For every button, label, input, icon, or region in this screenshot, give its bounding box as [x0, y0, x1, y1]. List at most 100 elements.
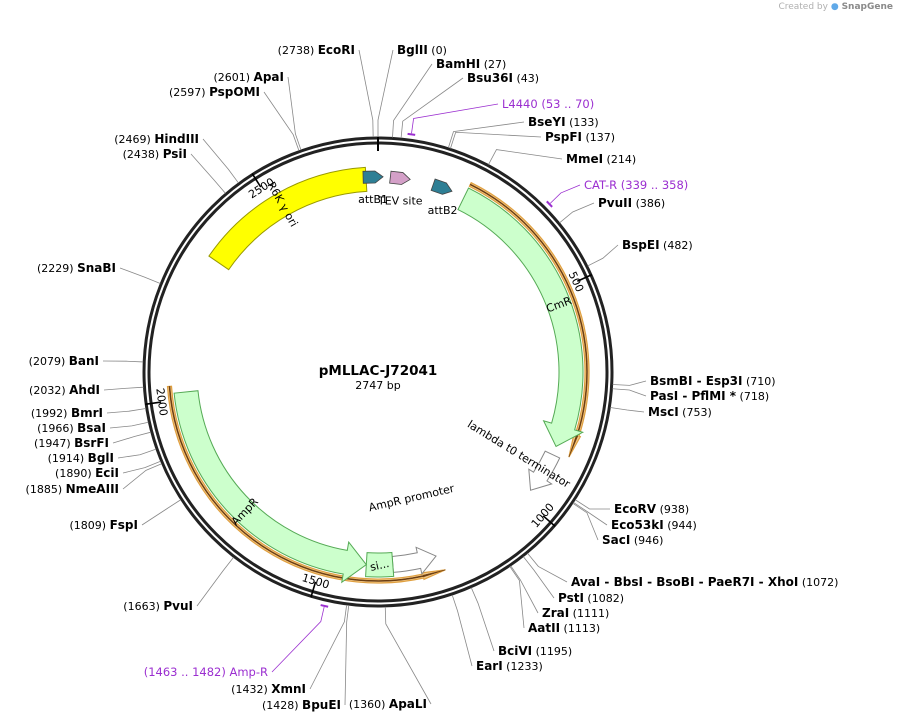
enzyme-label-bsu36i[interactable]: Bsu36I (43): [467, 71, 539, 85]
enzyme-name[interactable]: Bsu36I: [467, 71, 513, 85]
enzyme-label-avai-bbsi-bsobi-paer7i-xhoi[interactable]: AvaI - BbsI - BsoBI - PaeR7I - XhoI (107…: [571, 575, 838, 589]
primer-label-amp-r[interactable]: (1463 .. 1482) Amp-R: [144, 665, 268, 679]
enzyme-name[interactable]: SnaBI: [77, 261, 116, 275]
enzyme-label-bsai[interactable]: (1966) BsaI: [37, 421, 106, 435]
enzyme-leader-bpuei: [344, 605, 350, 706]
enzyme-name[interactable]: ApaLI: [389, 697, 427, 711]
enzyme-position: (43): [513, 72, 539, 85]
enzyme-label-msci[interactable]: MscI (753): [648, 405, 712, 419]
feature-lambda-t0-terminator: [528, 450, 561, 491]
enzyme-label-bpuei[interactable]: (1428) BpuEI: [262, 698, 341, 712]
enzyme-label-bani[interactable]: (2079) BanI: [29, 354, 99, 368]
enzyme-leader-bseyi: [448, 121, 525, 148]
enzyme-name[interactable]: EcoRI: [318, 43, 355, 57]
enzyme-label-ahdi[interactable]: (2032) AhdI: [29, 383, 100, 397]
enzyme-name[interactable]: PstI: [558, 591, 584, 605]
enzyme-label-bmri[interactable]: (1992) BmrI: [31, 406, 103, 420]
enzyme-label-apali[interactable]: (1360) ApaLI: [349, 697, 427, 711]
enzyme-name[interactable]: BsaI: [77, 421, 106, 435]
enzyme-name[interactable]: AvaI - BbsI - BsoBI - PaeR7I - XhoI: [571, 575, 798, 589]
enzyme-label-bseyi[interactable]: BseYI (133): [528, 115, 599, 129]
enzyme-label-snabi[interactable]: (2229) SnaBI: [37, 261, 116, 275]
enzyme-label-aatii[interactable]: AatII (1113): [528, 621, 600, 635]
enzyme-label-pvui[interactable]: (1663) PvuI: [123, 599, 193, 613]
enzyme-label-pspfi[interactable]: PspFI (137): [545, 130, 615, 144]
enzyme-label-bsrfi[interactable]: (1947) BsrFI: [34, 436, 109, 450]
enzyme-name[interactable]: BspEI: [622, 238, 660, 252]
enzyme-name[interactable]: PvuI: [163, 599, 193, 613]
enzyme-name[interactable]: BciVI: [498, 644, 532, 658]
enzyme-leader-bamhi: [392, 63, 433, 138]
enzyme-name[interactable]: BamHI: [436, 57, 480, 71]
enzyme-label-bgli[interactable]: (1914) BglI: [48, 451, 114, 465]
enzyme-label-hindiii[interactable]: (2469) HindIII: [114, 132, 199, 146]
enzyme-name[interactable]: FspI: [110, 518, 138, 532]
feature-label-ampr-promoter: AmpR promoter: [367, 482, 456, 514]
enzyme-name[interactable]: PspFI: [545, 130, 582, 144]
enzyme-name[interactable]: BglII: [397, 43, 428, 57]
enzyme-label-psii[interactable]: (2438) PsiI: [123, 147, 187, 161]
enzyme-name[interactable]: PsiI: [163, 147, 187, 161]
enzyme-name[interactable]: PvuII: [598, 196, 632, 210]
enzyme-name[interactable]: MmeI: [566, 152, 603, 166]
enzyme-label-bspei[interactable]: BspEI (482): [622, 238, 693, 252]
plasmid-name: pMLLAC-J72041: [319, 363, 438, 379]
enzyme-name[interactable]: BsrFI: [74, 436, 109, 450]
enzyme-name[interactable]: HindIII: [154, 132, 199, 146]
enzyme-name[interactable]: BanI: [69, 354, 99, 368]
enzyme-position: (2597): [169, 86, 209, 99]
feature-ampr-promoter: [391, 546, 437, 576]
enzyme-name[interactable]: BglI: [88, 451, 114, 465]
enzyme-name[interactable]: AatII: [528, 621, 560, 635]
enzyme-label-bcivi[interactable]: BciVI (1195): [498, 644, 572, 658]
enzyme-name[interactable]: EarI: [476, 659, 503, 673]
enzyme-label-bsmbi-esp3i[interactable]: BsmBI - Esp3I (710): [650, 374, 776, 388]
enzyme-name[interactable]: ApaI: [254, 70, 284, 84]
enzyme-position: (1432): [231, 683, 271, 696]
feature-label-attb1: attB1: [358, 193, 388, 206]
enzyme-name[interactable]: XmnI: [271, 682, 306, 696]
enzyme-label-mmei[interactable]: MmeI (214): [566, 152, 636, 166]
enzyme-name[interactable]: BpuEI: [302, 698, 341, 712]
enzyme-label-fspi[interactable]: (1809) FspI: [70, 518, 138, 532]
enzyme-label-ecori[interactable]: (2738) EcoRI: [278, 43, 355, 57]
enzyme-leader-bglii: [377, 49, 394, 137]
enzyme-label-eco53ki[interactable]: Eco53kI (944): [611, 518, 697, 532]
enzyme-name[interactable]: BsmBI - Esp3I: [650, 374, 742, 388]
enzyme-name[interactable]: MscI: [648, 405, 679, 419]
enzyme-name[interactable]: SacI: [602, 533, 630, 547]
enzyme-position: (1082): [584, 592, 624, 605]
primer-label-cat-r[interactable]: CAT-R (339 .. 358): [584, 178, 688, 192]
primer-leader-cat-r: [549, 184, 581, 204]
enzyme-label-bamhi[interactable]: BamHI (27): [436, 57, 506, 71]
enzyme-name[interactable]: PasI - PflMI *: [650, 389, 737, 403]
enzyme-name[interactable]: Eco53kI: [611, 518, 664, 532]
enzyme-name[interactable]: ZraI: [542, 606, 569, 620]
enzyme-name[interactable]: BmrI: [71, 406, 103, 420]
enzyme-name[interactable]: AhdI: [69, 383, 100, 397]
enzyme-label-zrai[interactable]: ZraI (1111): [542, 606, 609, 620]
enzyme-name[interactable]: BseYI: [528, 115, 566, 129]
enzyme-label-ecorv[interactable]: EcoRV (938): [614, 502, 689, 516]
enzyme-label-pvuii[interactable]: PvuII (386): [598, 196, 665, 210]
enzyme-label-eari[interactable]: EarI (1233): [476, 659, 543, 673]
enzyme-label-nmeaiii[interactable]: (1885) NmeAIII: [26, 482, 119, 496]
enzyme-name[interactable]: NmeAIII: [66, 482, 119, 496]
enzyme-label-bglii[interactable]: BglII (0): [397, 43, 447, 57]
enzyme-label-apai[interactable]: (2601) ApaI: [213, 70, 284, 84]
enzyme-name[interactable]: EcoRV: [614, 502, 657, 516]
primer-mark-l4440: [407, 132, 416, 136]
enzyme-leader-hindiii: [202, 138, 239, 184]
enzyme-name[interactable]: PspOMI: [209, 85, 260, 99]
enzyme-position: (2438): [123, 148, 163, 161]
enzyme-label-psti[interactable]: PstI (1082): [558, 591, 624, 605]
enzyme-label-pspomi[interactable]: (2597) PspOMI: [169, 85, 260, 99]
enzyme-leader-bani: [102, 360, 144, 363]
enzyme-label-xmni[interactable]: (1432) XmnI: [231, 682, 306, 696]
enzyme-label-ecii[interactable]: (1890) EciI: [55, 466, 119, 480]
enzyme-label-pasi-pflmi[interactable]: PasI - PflMI * (718): [650, 389, 769, 403]
enzyme-label-saci[interactable]: SacI (946): [602, 533, 663, 547]
enzyme-name[interactable]: EciI: [95, 466, 119, 480]
primer-label-l4440[interactable]: L4440 (53 .. 70): [502, 97, 594, 111]
